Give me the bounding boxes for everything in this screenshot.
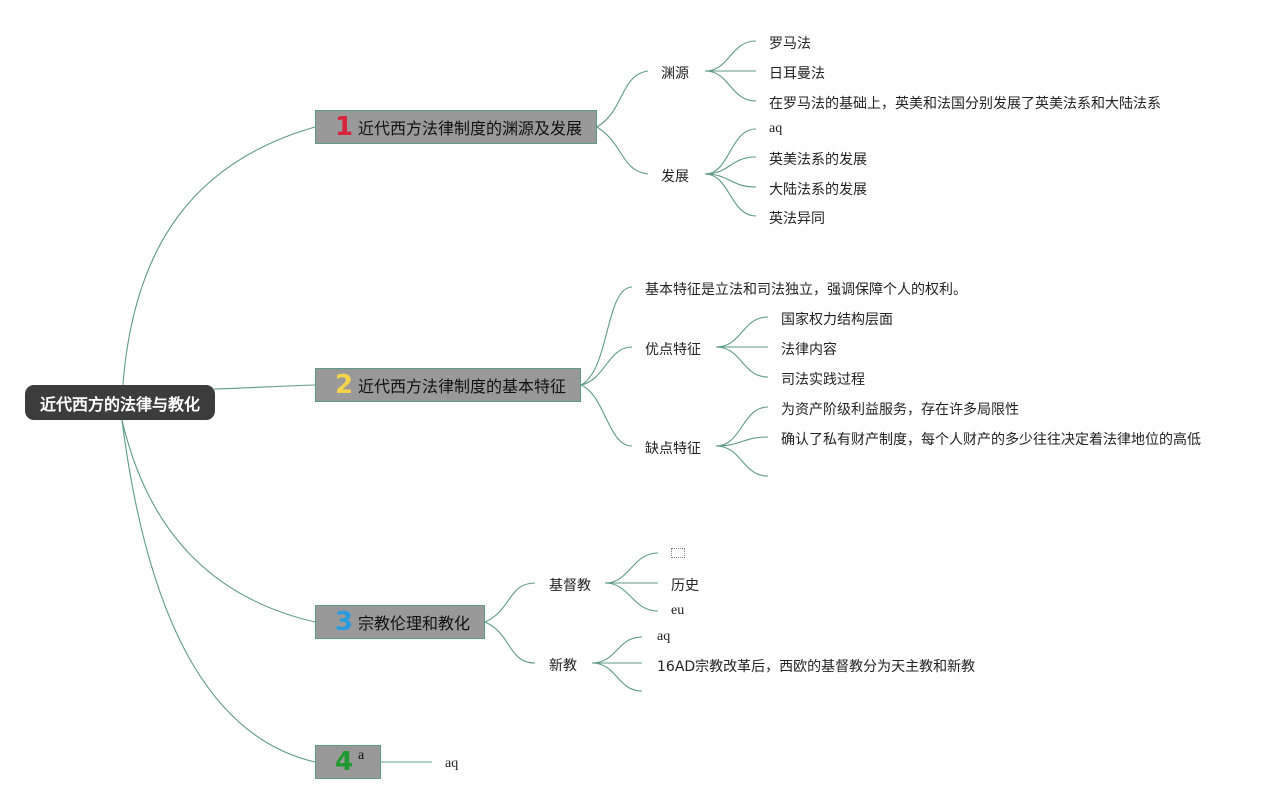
branch-topic-3[interactable]: 3 宗教伦理和教化 — [315, 605, 485, 639]
subtopic-quedian[interactable]: 缺点特征 — [645, 441, 701, 457]
connector-xinjiao-1 — [591, 636, 643, 664]
connector-b3-xinjiao — [484, 621, 536, 664]
subtopic-xinjiao[interactable]: 新教 — [549, 658, 577, 674]
branch-topic-2[interactable]: 2 近代西方法律制度的基本特征 — [315, 368, 581, 402]
branch-topic-label: 宗教伦理和教化 — [358, 614, 471, 633]
connector-fazhan-4 — [704, 173, 757, 217]
leaf-topic[interactable]: 英美法系的发展 — [769, 152, 867, 168]
connector-jidu-1 — [604, 552, 659, 584]
leaf-topic[interactable]: 16AD宗教改革后，西欧的基督教分为天主教和新教 — [657, 659, 976, 675]
connector-yuanyuan-1 — [704, 40, 757, 72]
connector-root-b1 — [121, 126, 316, 401]
branch-topic-1[interactable]: 1 近代西方法律制度的渊源及发展 — [315, 110, 597, 144]
connector-youdian-1 — [715, 316, 769, 348]
connector-b1-yuanyuan — [596, 70, 649, 128]
number-4-icon: 4 — [334, 747, 354, 777]
root-topic[interactable]: 近代西方的法律与教化 — [25, 385, 215, 420]
number-3-icon: 3 — [334, 607, 354, 637]
connector-fazhan-2 — [704, 156, 757, 175]
branch-topic-label: a — [358, 748, 365, 763]
branch-topic-label: 近代西方法律制度的基本特征 — [358, 377, 567, 396]
connector-quedian-3 — [715, 445, 769, 477]
leaf-topic[interactable]: 在罗马法的基础上，英美和法国分别发展了英美法系和大陆法系 — [769, 96, 1161, 112]
leaf-topic[interactable]: 为资产阶级利益服务，存在许多局限性 — [781, 402, 1019, 418]
connector-root-b3 — [121, 419, 316, 623]
leaf-topic[interactable]: aq — [769, 121, 783, 136]
connector-quedian-1 — [715, 406, 769, 447]
leaf-topic[interactable]: 法律内容 — [781, 342, 837, 358]
subtopic-jidujiao[interactable]: 基督教 — [549, 578, 591, 594]
leaf-topic[interactable]: 日耳曼法 — [769, 66, 825, 82]
leaf-topic[interactable]: eu — [671, 603, 685, 618]
leaf-topic[interactable]: 国家权力结构层面 — [781, 312, 893, 328]
leaf-topic[interactable]: 英法异同 — [769, 211, 825, 227]
leaf-topic[interactable]: 确认了私有财产制度，每个人财产的多少往往决定着法律地位的高低 — [781, 432, 1201, 448]
connector-root-b2 — [213, 384, 316, 390]
subtopic-basic-feature[interactable]: 基本特征是立法和司法独立，强调保障个人的权利。 — [645, 282, 967, 298]
connector-youdian-3 — [715, 346, 769, 378]
leaf-topic[interactable]: 历史 — [671, 578, 699, 594]
connector-xinjiao-3 — [591, 662, 643, 692]
branch-topic-4[interactable]: 4 a — [315, 745, 381, 779]
branch-topic-label: 近代西方法律制度的渊源及发展 — [358, 119, 583, 138]
leaf-topic[interactable]: aq — [445, 756, 459, 771]
subtopic-youdian[interactable]: 优点特征 — [645, 342, 701, 358]
connector-b2-basic — [580, 286, 633, 386]
leaf-topic[interactable]: 司法实践过程 — [781, 372, 865, 388]
connector-jidu-3 — [604, 582, 659, 612]
connector-fazhan-1 — [704, 128, 757, 175]
connector-quedian-2 — [715, 436, 769, 447]
root-topic-label: 近代西方的法律与教化 — [39, 394, 200, 414]
connector-b2-youdian — [580, 346, 633, 386]
leaf-topic[interactable]: 罗马法 — [769, 36, 811, 52]
connector-b2-quedian — [580, 384, 633, 447]
number-2-icon: 2 — [334, 370, 354, 400]
connector-yuanyuan-3 — [704, 70, 757, 102]
leaf-topic[interactable]: 大陆法系的发展 — [769, 182, 867, 198]
subtopic-yuanyuan[interactable]: 渊源 — [661, 66, 689, 82]
placeholder-glyph-icon — [671, 548, 685, 558]
leaf-topic[interactable]: aq — [657, 629, 671, 644]
number-1-icon: 1 — [334, 112, 354, 142]
connector-b1-fazhan — [596, 126, 649, 175]
connector-root-b4 — [121, 419, 316, 763]
subtopic-fazhan[interactable]: 发展 — [661, 169, 689, 185]
connector-b3-jidu — [484, 582, 536, 623]
